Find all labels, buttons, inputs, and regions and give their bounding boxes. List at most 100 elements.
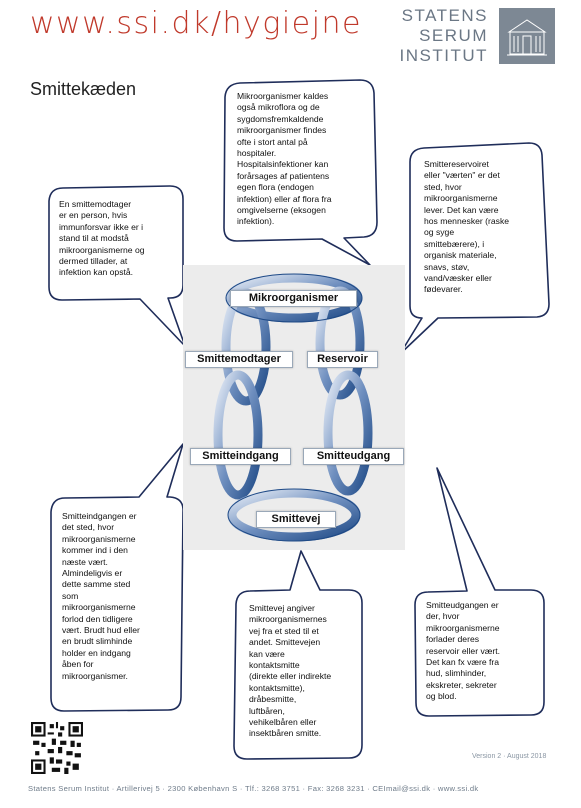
bubble-reservoir-shape (399, 142, 550, 355)
bubble-line: mikroorganismerne (62, 533, 136, 544)
bubble-line: sygdomsfremkaldende (237, 113, 324, 124)
bubble-line: er en person, hvis (59, 210, 128, 221)
bubble-line: dette samme sted (62, 579, 131, 590)
bubble-line: hospitaler. (237, 148, 277, 159)
bubble-line: også mikroflora og de (237, 102, 320, 113)
bubble-line: mikroorganismerne (424, 193, 498, 204)
bubble-line: sted, hvor (424, 181, 462, 192)
bubble-line: mikroorganismer findes (237, 125, 327, 136)
bubble-mikroorganismer-shape (223, 79, 378, 266)
bubble-indgang: Smitteindgangen er det sted, hvor mikroo… (62, 511, 180, 682)
bubble-line: mikroorganismerne (426, 622, 500, 633)
page-title: Smittekæden (30, 79, 137, 99)
bubble-indgang-shape (50, 443, 184, 712)
bubble-vej: Smittevej angiver mikroorganismernes vej… (249, 603, 361, 740)
bubble-line: hud, slimhinder, (426, 668, 487, 679)
infection-chain-diagram (183, 265, 405, 550)
bubble-line: infektion) eller af flora fra (237, 193, 332, 204)
bubble-line: (direkte eller indirekte (249, 671, 332, 682)
chain-link-left-lower (213, 370, 263, 500)
bubble-line: Mikroorganismer kaldes (237, 91, 329, 101)
bubble-line: holder en indgang (62, 647, 131, 658)
bubble-line: Smitteudgangen er (426, 600, 499, 610)
bubble-line: kontaktsmitte (249, 660, 300, 671)
bubble-line: omgivelserne (eksogen (237, 205, 326, 216)
logo-line-2: SERUM (419, 26, 488, 45)
bubble-line: og syge (424, 227, 455, 238)
bubble-line: Smittevej angiver (249, 603, 315, 613)
bubble-line: vand/væsker eller (424, 273, 492, 284)
header-url[interactable]: www.ssi.dk/hygiejne (30, 6, 362, 41)
bubble-line: ofte i stort antal på (237, 136, 308, 147)
bubble-line: mikroorganismerne (62, 602, 136, 613)
chain-node-smitteindgang: Smitteindgang (190, 448, 291, 465)
chain-node-smitteudgang: Smitteudgang (303, 448, 404, 465)
bubble-modtager-shape (48, 185, 186, 347)
version-label: Version 2 · August 2018 (472, 753, 547, 760)
bubble-line: Smittereservoiret (424, 159, 489, 169)
bubble-line: mikroorganismer. (62, 670, 128, 681)
bubble-line: dråbesmitte, (249, 694, 297, 705)
bubble-line: det sted, hvor (62, 522, 115, 533)
bubble-line: næste vært. (62, 556, 108, 567)
bubble-line: stand til at modstå (59, 233, 129, 244)
logo-wordmark: STATENS SERUM INSTITUT (398, 6, 488, 66)
bubble-line: kontaktsmitte), (249, 682, 305, 693)
bubble-line: ekskreter, sekreter (426, 679, 497, 690)
bubble-line: mikroorganismerne og (59, 244, 145, 255)
bubble-line: Det kan fx være fra (426, 657, 500, 668)
bubble-line: og blod. (426, 691, 457, 702)
bubble-line: eller "værten" er det (424, 170, 500, 181)
bubble-line: lever. Det kan være (424, 204, 499, 215)
chain-node-mikroorganismer: Mikroorganismer (230, 290, 357, 307)
bubble-line: en brudt slimhinde (62, 636, 133, 647)
bubble-reservoir: Smittereservoiret eller "værten" er det … (424, 159, 542, 296)
bubble-line: kommer ind i den (62, 545, 128, 556)
bubble-line: andet. Smittevejen (249, 637, 321, 648)
logo-line-1: STATENS (401, 6, 488, 25)
bubble-vej-shape (233, 550, 363, 760)
bubble-line: dermed tillader, at (59, 256, 128, 267)
bubble-line: forlod den tidligere (62, 613, 133, 624)
chain-node-smittemodtager: Smittemodtager (185, 351, 293, 368)
bubble-udgang-shape (414, 467, 545, 717)
bubble-line: forårsages af patientens (237, 170, 330, 181)
bubble-line: mikroorganismernes (249, 614, 327, 625)
bubble-line: luftbåren, (249, 705, 285, 716)
qr-code-icon[interactable] (31, 722, 83, 774)
bubble-line: kan være (249, 648, 285, 659)
bubble-line: der, hvor (426, 611, 460, 622)
chain-node-reservoir: Reservoir (307, 351, 378, 368)
bubble-line: smittebærere), i (424, 238, 485, 249)
bubble-line: organisk materiale, (424, 250, 497, 261)
bubble-line: immunforsvar ikke er i (59, 221, 144, 232)
bubble-mikroorganismer: Mikroorganismer kaldes også mikroflora o… (237, 91, 367, 228)
logo-line-3: INSTITUT (399, 46, 488, 65)
chain-node-smittevej: Smittevej (256, 511, 336, 528)
bubble-line: En smittemodtager (59, 199, 132, 209)
footer-contact: Statens Serum Institut · Artillerivej 5 … (28, 784, 479, 793)
bubble-line: hos mennesker (raske (424, 216, 510, 227)
ssi-building-logo-icon (499, 8, 555, 64)
bubble-line: åben for (62, 659, 94, 670)
bubble-line: Almindeligvis er (62, 568, 123, 579)
bubble-line: Hospitalsinfektioner kan (237, 159, 329, 170)
bubble-line: Smitteindgangen er (62, 511, 137, 521)
bubble-udgang: Smitteudgangen er der, hvor mikroorganis… (426, 600, 542, 703)
bubble-line: infektion kan opstå. (59, 267, 134, 278)
bubble-line: insektbåren smitte. (249, 728, 322, 739)
bubble-line: vej fra et sted til et (249, 625, 319, 636)
bubble-line: egen flora (endogen (237, 182, 314, 193)
bubble-line: forlader deres (426, 634, 480, 645)
bubble-line: fødevarer. (424, 284, 463, 295)
bubble-line: infektion). (237, 216, 275, 227)
bubble-line: reservoir eller vært. (426, 645, 501, 656)
bubble-line: snavs, støv, (424, 261, 470, 272)
chain-link-bottom (227, 488, 361, 542)
chain-link-right-lower (323, 370, 373, 496)
bubble-line: vært. Brudt hud eller (62, 625, 140, 636)
bubble-modtager: En smittemodtager er en person, hvis imm… (59, 199, 181, 279)
bubble-line: som (62, 590, 79, 601)
bubble-line: vehikelbåren eller (249, 717, 317, 728)
